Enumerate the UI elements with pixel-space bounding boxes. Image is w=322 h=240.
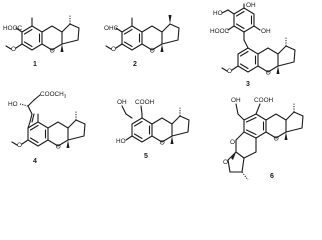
chemical-structures-figure: HOOC O O 1 OHC O O 2 HO <box>3 2 304 181</box>
compound-4: COOCH3 HO O O 4 <box>8 91 86 165</box>
methoxy-oxygen-label-3: O <box>227 68 232 75</box>
compound-number-1: 1 <box>33 61 37 68</box>
compound-5: COOH OH HO O 5 <box>116 99 190 160</box>
compound-number-4: 4 <box>33 158 37 165</box>
compound-number-6: 6 <box>270 173 274 180</box>
hydroxymethyl-label-3: HO <box>213 10 223 17</box>
methoxy-oxygen-label-2: O <box>111 46 116 53</box>
ring-oxygen-right-label-6: O <box>274 136 279 143</box>
acid-label-1: HOOC <box>3 25 23 32</box>
compound-number-2: 2 <box>133 61 137 68</box>
compound-number-3: 3 <box>246 81 250 88</box>
compound-6: OH COOH O O O 6 <box>223 97 304 181</box>
compound-number-5: 5 <box>144 153 148 160</box>
acid-label-3: HOOC <box>210 28 230 35</box>
ester-label-4: COOCH3 <box>40 91 67 99</box>
ring-oxygen-label-3: O <box>266 70 271 77</box>
compound-3: HO OH HOOC OH O O 3 <box>210 2 296 88</box>
aldehyde-label-2: OHC <box>104 25 119 32</box>
ring-oxygen-label-5: O <box>160 140 165 147</box>
ring-oxygen-left-label-6: O <box>230 139 235 146</box>
ring-oxygen-label-4: O <box>56 144 61 151</box>
ring-oxygen-label-1: O <box>50 48 55 55</box>
hydroxy-label-4: HO <box>8 101 18 108</box>
phenol-top-label-3: OH <box>246 2 256 9</box>
acid-label-5: COOH <box>135 99 155 106</box>
compound-2: OHC O O 2 <box>104 15 180 68</box>
hydroxymethyl-label-5: OH <box>117 99 127 106</box>
compound-1: HOOC O O 1 <box>3 15 80 68</box>
acid-label-6: COOH <box>254 97 274 104</box>
hydroxymethyl-label-6: OH <box>231 97 241 104</box>
methoxy-oxygen-label-4: O <box>17 142 22 149</box>
ring-oxygen-left2-label-6: O <box>223 159 228 166</box>
phenol-side-label-3: OH <box>261 28 271 35</box>
phenol-label-5: HO <box>116 138 126 145</box>
methoxy-oxygen-label-1: O <box>11 46 16 53</box>
ring-oxygen-label-2: O <box>150 48 155 55</box>
